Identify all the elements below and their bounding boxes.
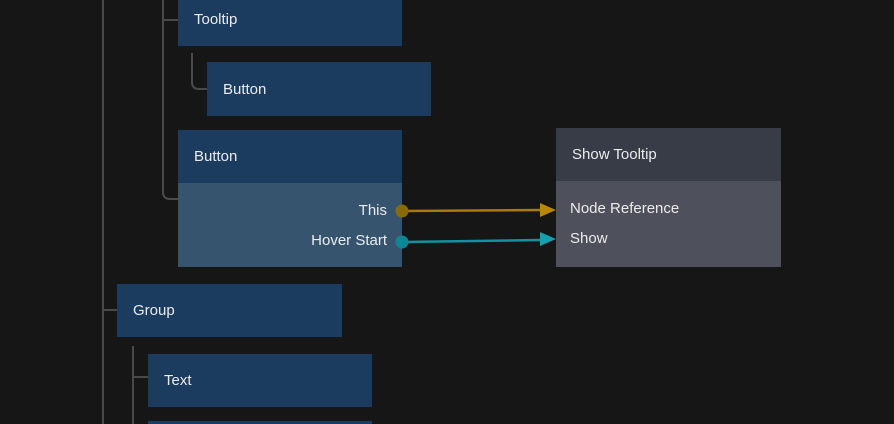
input-port-show[interactable]: Show bbox=[570, 230, 608, 247]
port-dot-this[interactable] bbox=[395, 204, 409, 218]
node-input-list: Node Reference Show bbox=[556, 181, 781, 267]
port-dot-hover-start[interactable] bbox=[395, 235, 409, 249]
node-title: Show Tooltip bbox=[572, 146, 657, 163]
wire-hover-start-to-show[interactable] bbox=[402, 238, 543, 244]
output-port-hover-start[interactable]: Hover Start bbox=[311, 232, 387, 249]
node-header: Show Tooltip bbox=[556, 128, 781, 181]
action-node-show-tooltip[interactable]: Show Tooltip Node Reference Show bbox=[556, 128, 781, 267]
hierarchy-node-button[interactable]: Button This Hover Start bbox=[178, 130, 402, 267]
node-title: Text bbox=[164, 372, 192, 389]
node-title: Tooltip bbox=[194, 10, 238, 28]
tree-line-button-child bbox=[191, 53, 207, 90]
hierarchy-node-text[interactable]: Text bbox=[148, 354, 372, 407]
node-header: Button bbox=[178, 130, 402, 183]
tree-line-tooltip-level bbox=[162, 0, 178, 200]
node-title: Button bbox=[194, 148, 238, 165]
hierarchy-node-partial[interactable] bbox=[148, 421, 372, 424]
hierarchy-node-button-child[interactable]: Button bbox=[207, 62, 431, 116]
hierarchy-node-tooltip[interactable]: Tooltip bbox=[178, 0, 402, 46]
node-port-list: This Hover Start bbox=[178, 183, 402, 267]
node-title: Group bbox=[133, 302, 175, 319]
hierarchy-node-group[interactable]: Group bbox=[117, 284, 342, 337]
wire-this-to-node-reference[interactable] bbox=[402, 208, 543, 213]
wire-arrowhead-orange bbox=[540, 203, 556, 217]
wire-arrowhead-teal bbox=[540, 232, 556, 246]
input-port-node-reference[interactable]: Node Reference bbox=[570, 200, 680, 217]
output-port-this[interactable]: This bbox=[358, 202, 387, 219]
node-title: Button bbox=[223, 80, 267, 98]
